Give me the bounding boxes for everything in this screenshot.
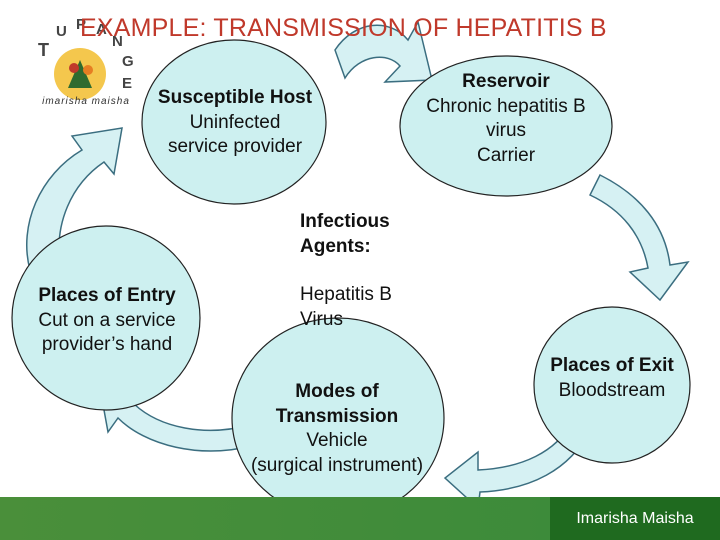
- modes-of-transmission-line2: (surgical instrument): [250, 455, 424, 477]
- svg-text:G: G: [122, 53, 134, 70]
- modes-of-transmission-heading2: Transmission: [275, 405, 399, 427]
- svg-text:T: T: [38, 40, 49, 60]
- svg-text:N: N: [112, 33, 123, 50]
- arrow-entry-to-host: [26, 127, 123, 271]
- infectious-agents-heading1: Infectious: [300, 211, 390, 232]
- modes-of-transmission-text: Modes of Transmission Vehicle (surgical …: [222, 380, 452, 479]
- logo-tagline: imarisha maisha: [42, 96, 130, 107]
- node-places-of-entry: [11, 225, 201, 411]
- footer-brand-label: Imarisha Maisha: [576, 510, 694, 527]
- node-places-of-exit: [533, 306, 691, 464]
- modes-of-transmission-heading1: Modes of: [295, 381, 379, 402]
- places-of-entry-line2: provider’s hand: [41, 334, 173, 356]
- susceptible-host-line2: service provider: [167, 136, 303, 158]
- footer-brand-block: [550, 497, 720, 540]
- svg-text:U: U: [56, 23, 67, 40]
- node-reservoir: [399, 55, 613, 197]
- footer-bar: Imarisha Maisha: [0, 497, 720, 540]
- page-title: EXAMPLE: TRANSMISSION OF HEPATITIS B: [80, 14, 607, 42]
- reservoir-line2: virus: [485, 120, 527, 142]
- tupange-logo-icon: T U P A N G E: [38, 16, 134, 100]
- arrow-exit-to-transmission: [443, 421, 592, 510]
- susceptible-host-line1: Uninfected: [189, 111, 281, 133]
- infectious-agents-line1: Hepatitis B: [300, 284, 392, 306]
- svg-text:A: A: [96, 21, 107, 38]
- infectious-agents-line2: Virus: [300, 309, 343, 331]
- places-of-exit-heading: Places of Exit: [550, 355, 674, 376]
- places-of-exit-text: Places of Exit Bloodstream: [532, 354, 692, 403]
- places-of-exit-line1: Bloodstream: [558, 379, 666, 401]
- places-of-entry-heading: Places of Entry: [38, 285, 176, 306]
- modes-of-transmission-line1: Vehicle: [306, 430, 368, 452]
- places-of-entry-line1: Cut on a service: [38, 309, 176, 331]
- reservoir-line3: Carrier: [476, 145, 536, 167]
- susceptible-host-heading: Susceptible Host: [157, 87, 313, 108]
- svg-text:P: P: [76, 16, 86, 33]
- susceptible-host-text: Susceptible Host Uninfected service prov…: [130, 86, 340, 160]
- places-of-entry-text: Places of Entry Cut on a service provide…: [12, 284, 202, 358]
- svg-text:E: E: [122, 75, 132, 92]
- infectious-agents-heading2: Agents:: [300, 235, 371, 257]
- arrow-reservoir-to-exit: [588, 173, 690, 302]
- infectious-agents-text: Infectious Agents: Hepatitis B Virus: [300, 210, 460, 333]
- footer-green-band: [0, 497, 550, 540]
- reservoir-text: Reservoir Chronic hepatitis B virus Carr…: [400, 70, 612, 169]
- node-susceptible-host: [141, 39, 327, 205]
- reservoir-line1: Chronic hepatitis B: [426, 95, 586, 117]
- reservoir-heading: Reservoir: [462, 71, 550, 92]
